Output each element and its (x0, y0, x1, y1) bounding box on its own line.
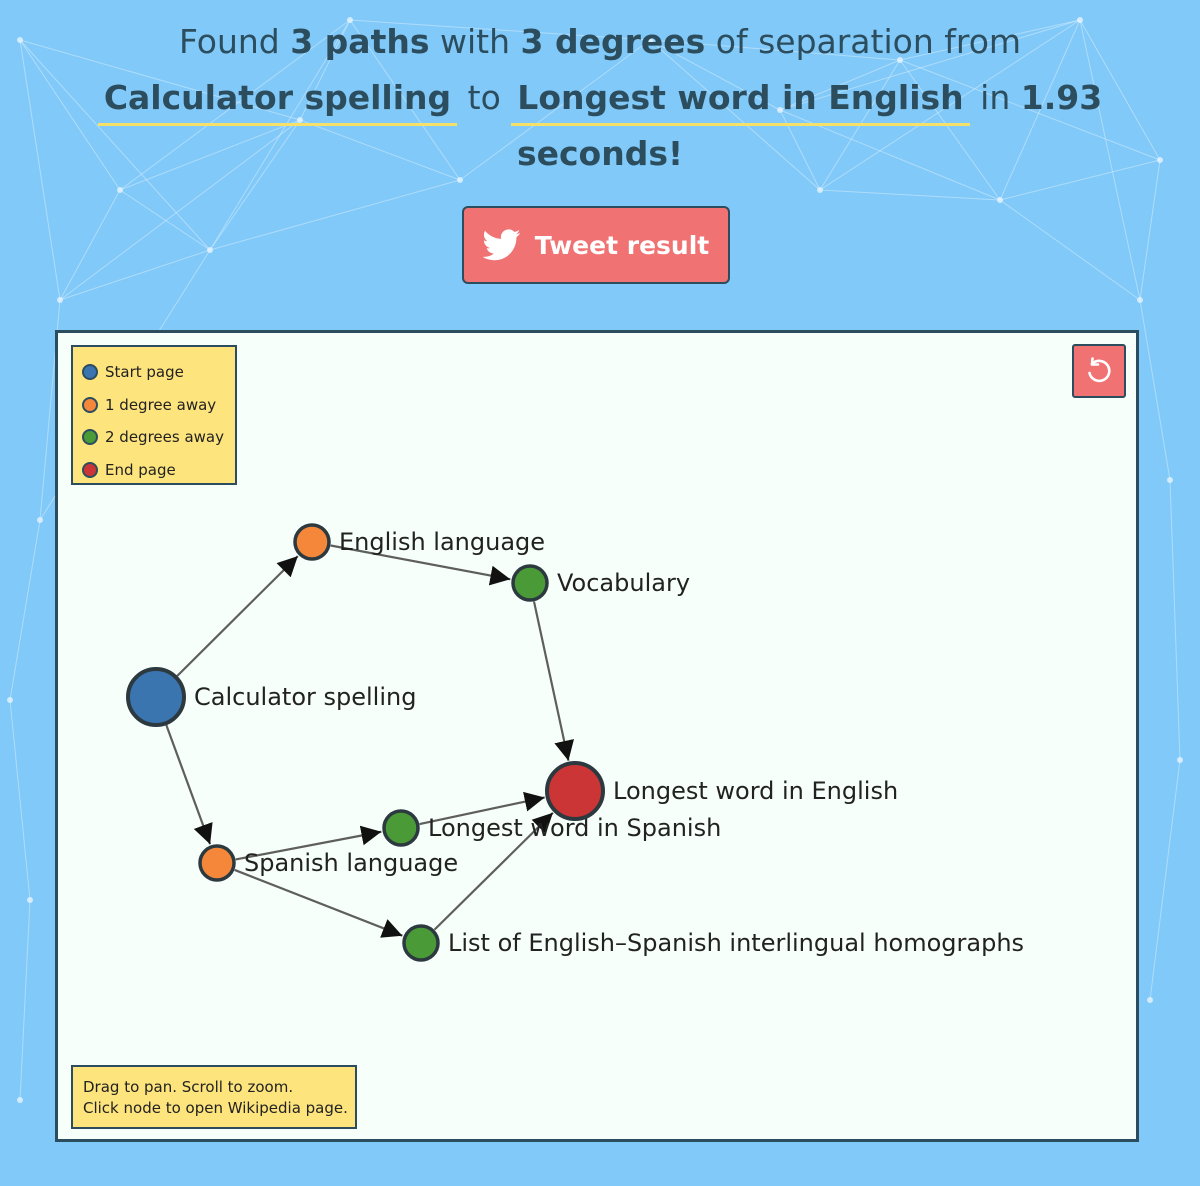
graph-nodes: Calculator spelling English languageSpani… (126, 523, 1024, 962)
legend-dot-one-degree (82, 396, 98, 413)
node-circle-longest-spanish[interactable] (382, 809, 420, 847)
legend-item-two-degrees: 2 degrees away (82, 421, 235, 454)
result-headline: Found 3 paths with 3 degrees of separati… (60, 14, 1140, 182)
graph-edges (165, 544, 574, 938)
headline-in: in (980, 78, 1011, 117)
legend-label-two-degrees: 2 degrees away (105, 428, 224, 447)
elapsed-time: 1.93 (1020, 78, 1103, 117)
edge-longest-spanish-to-longest-english (419, 791, 545, 826)
headline-prefix: Found (178, 22, 280, 61)
twitter-bird-icon (482, 229, 521, 261)
graph-node-calculator[interactable]: Calculator spelling (126, 667, 416, 727)
node-circle-homographs[interactable] (402, 924, 440, 962)
node-circle-vocabulary[interactable] (511, 564, 549, 602)
help-box: Drag to pan. Scroll to zoom. Click node … (71, 1065, 357, 1129)
tweet-button-label: Tweet result (534, 230, 710, 260)
edge-calculator-to-english (176, 555, 299, 677)
edge-spanish-to-longest-spanish (235, 825, 382, 861)
legend-label-end: End page (105, 460, 176, 479)
help-line-open-page: Click node to open Wikipedia page. (83, 1099, 348, 1117)
headline-to: to (467, 78, 501, 117)
node-label-vocabulary[interactable]: Vocabulary (557, 569, 690, 597)
node-circle-longest-english[interactable] (545, 761, 605, 821)
end-page-link[interactable]: Longest word in English (511, 73, 970, 126)
legend-label-one-degree: 1 degree away (105, 395, 217, 414)
graph-node-longest-english[interactable]: Longest word in English (545, 761, 898, 821)
node-label-spanish[interactable]: Spanish language (244, 849, 458, 877)
node-label-longest-english[interactable]: Longest word in English (613, 777, 898, 805)
headline-separation-text: of separation from (715, 22, 1022, 61)
node-circle-calculator[interactable] (126, 667, 186, 727)
reset-icon (1088, 357, 1111, 383)
node-circle-english[interactable] (293, 523, 331, 561)
edge-english-to-vocabulary (330, 544, 511, 586)
node-circle-spanish[interactable] (198, 844, 236, 882)
legend-dot-two-degrees (82, 429, 98, 446)
graph-node-vocabulary[interactable]: Vocabulary (511, 564, 690, 602)
degree-count: 3 degrees (520, 22, 706, 61)
legend-item-end: End page (82, 454, 235, 487)
start-page-link[interactable]: Calculator spelling (97, 73, 458, 126)
edge-homographs-to-longest-english (433, 811, 554, 931)
edge-spanish-to-homographs (234, 868, 403, 938)
legend: Start page 1 degree away 2 degrees away … (71, 345, 237, 485)
legend-item-start: Start page (82, 356, 235, 389)
graph-node-homographs[interactable]: List of English–Spanish interlingual hom… (402, 924, 1024, 962)
legend-label-start: Start page (105, 363, 184, 382)
help-line-pan-zoom: Drag to pan. Scroll to zoom. (83, 1078, 294, 1096)
node-label-calculator[interactable]: Calculator spelling (194, 683, 416, 711)
legend-dot-start (82, 364, 98, 381)
graph-node-english[interactable]: English language (293, 523, 545, 561)
legend-dot-end (82, 461, 98, 478)
edge-vocabulary-to-longest-english (532, 601, 574, 761)
tweet-result-button[interactable]: Tweet result (462, 206, 730, 284)
node-label-homographs[interactable]: List of English–Spanish interlingual hom… (448, 929, 1024, 957)
headline-seconds: seconds! (516, 134, 684, 173)
reset-graph-button[interactable] (1072, 344, 1126, 398)
path-graph[interactable]: Calculator spelling English languageSpani… (58, 333, 1136, 1139)
graph-node-longest-spanish[interactable]: Longest word in Spanish (382, 809, 721, 847)
headline-with: with (440, 22, 511, 61)
graph-node-spanish[interactable]: Spanish language (198, 844, 458, 882)
legend-item-one-degree: 1 degree away (82, 389, 235, 422)
edge-calculator-to-spanish (165, 724, 213, 845)
path-count: 3 paths (290, 22, 430, 61)
node-label-english[interactable]: English language (339, 528, 545, 556)
